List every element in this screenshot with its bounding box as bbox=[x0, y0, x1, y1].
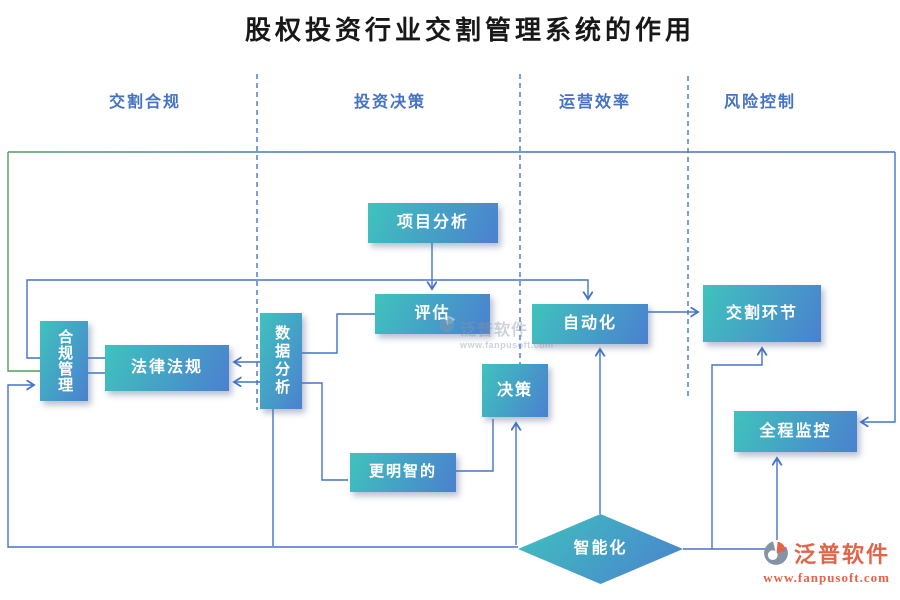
node-evaluation: 评估 bbox=[375, 294, 490, 334]
node-decision: 决策 bbox=[482, 364, 548, 417]
fanpu-logo-icon bbox=[764, 540, 789, 565]
column-header-delivery-compliance: 交割合规 bbox=[108, 94, 182, 111]
edge-compliance-automation bbox=[26, 279, 588, 359]
edge-compliance-frame-left bbox=[7, 152, 40, 372]
node-legal-regulations: 法律法规 bbox=[105, 345, 229, 391]
edge-data-analysis-evaluation bbox=[302, 313, 375, 354]
edge-intelligence-monitoring bbox=[683, 458, 777, 550]
node-intelligence: 智能化 bbox=[518, 514, 683, 584]
node-data-analysis: 数据分析 bbox=[260, 313, 302, 409]
column-header-investment-decision: 投资决策 bbox=[353, 94, 427, 111]
edge-data-analysis-smarter bbox=[302, 382, 348, 481]
edge-intelligence-delivery bbox=[711, 348, 762, 549]
edge-intelligence-compliance bbox=[7, 385, 518, 548]
edge-smarter-decision bbox=[456, 419, 494, 472]
watermark-corner-brand: 泛普软件 bbox=[793, 542, 890, 567]
node-automation: 自动化 bbox=[532, 304, 648, 344]
node-full-monitoring: 全程监控 bbox=[734, 411, 857, 452]
page-title: 股权投资行业交割管理系统的作用 bbox=[244, 16, 695, 45]
watermark-corner-url: www.fanpusoft.com bbox=[763, 570, 890, 585]
column-header-operation-efficiency: 运营效率 bbox=[558, 94, 632, 111]
node-intelligence-label: 智能化 bbox=[573, 540, 628, 558]
column-header-risk-control: 风险控制 bbox=[723, 94, 797, 111]
node-compliance-management: 合规管理 bbox=[40, 321, 88, 401]
node-smarter: 更明智的 bbox=[350, 453, 456, 492]
watermark-corner: 泛普软件 www.fanpusoft.com bbox=[763, 537, 890, 586]
edge-frame-right-to-monitoring bbox=[861, 152, 896, 422]
node-project-analysis: 项目分析 bbox=[368, 203, 498, 243]
node-delivery-link: 交割环节 bbox=[703, 285, 821, 342]
